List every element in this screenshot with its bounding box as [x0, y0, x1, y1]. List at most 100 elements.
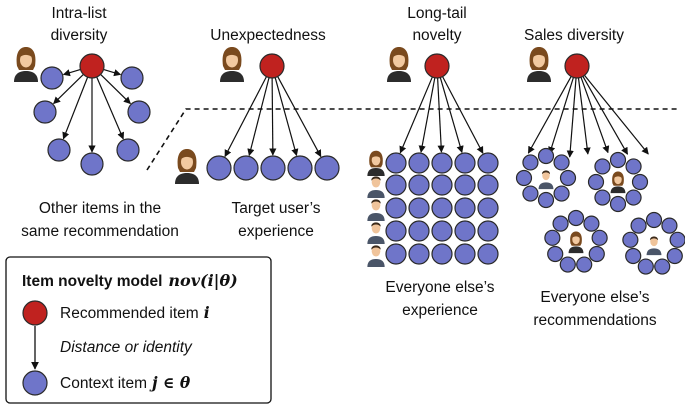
column-title-line: novelty [412, 27, 461, 44]
context-item [654, 258, 671, 275]
user-icons [14, 47, 662, 267]
user-woman-icon [568, 231, 584, 254]
context-item [233, 155, 259, 181]
column-caption-line: experience [238, 223, 314, 240]
context-item [588, 245, 605, 263]
context-item [206, 155, 232, 181]
context-item [567, 209, 585, 227]
legend-recommended-item-swatch [22, 300, 48, 326]
context-item [630, 217, 647, 234]
context-item [40, 66, 64, 90]
column-caption-sales-diversity: Everyone else’s recommendations [533, 289, 656, 329]
context-item [385, 243, 407, 265]
user-woman-icon [220, 47, 244, 82]
context-item [559, 169, 577, 187]
relation-arrow [548, 77, 574, 155]
context-item [385, 174, 407, 196]
column-caption-long-tail-novelty: Everyone else’s experience [385, 279, 494, 319]
legend-relation-label: Distance or identity [60, 339, 193, 356]
context-item [385, 220, 407, 242]
column-title-unexpectedness: Unexpectedness [210, 27, 326, 44]
context-item [666, 247, 683, 265]
context-item [385, 197, 407, 219]
context-item [609, 151, 627, 169]
context-item [431, 243, 453, 265]
relation-arrow [442, 76, 484, 154]
context-item [408, 174, 430, 196]
context-item [314, 155, 340, 181]
relation-arrow [269, 77, 277, 156]
relation-arrow [584, 74, 649, 155]
context-item [587, 173, 605, 191]
relation-arrows [53, 68, 649, 158]
relation-arrow [277, 76, 322, 158]
context-item [431, 220, 453, 242]
context-item [33, 100, 57, 124]
context-item [625, 158, 642, 175]
context-item [260, 155, 286, 181]
context-item [477, 197, 499, 219]
context-item [609, 195, 627, 213]
item-nodes [33, 53, 685, 275]
user-man-icon [367, 222, 385, 244]
context-item [287, 155, 313, 181]
context-item [127, 100, 151, 124]
relation-arrow [527, 76, 572, 154]
context-item [537, 147, 555, 165]
user-woman-icon [387, 47, 411, 82]
relation-arrow [95, 75, 125, 140]
context-item [408, 243, 430, 265]
relation-arrow [439, 77, 464, 154]
context-item [477, 174, 499, 196]
recommended-item [79, 53, 105, 79]
context-item [408, 220, 430, 242]
context-item [408, 152, 430, 174]
context-item [522, 154, 539, 171]
column-caption-intra-list-diversity: Other items in the same recommendation [21, 200, 179, 240]
context-item [385, 152, 407, 174]
context-item [591, 229, 608, 246]
context-item [431, 197, 453, 219]
context-item [631, 173, 649, 191]
context-item [120, 66, 144, 90]
column-caption-line: Everyone else’s [540, 289, 649, 306]
relation-arrow [224, 76, 267, 158]
relation-arrow [437, 77, 445, 153]
legend-frame [5, 256, 272, 404]
user-woman-icon [175, 149, 199, 184]
relation-arrow [566, 77, 577, 158]
relation-arrow [582, 76, 629, 155]
column-caption-line: Everyone else’s [385, 279, 494, 296]
context-item [594, 189, 611, 206]
relation-arrow [577, 77, 591, 155]
context-item [594, 158, 611, 175]
relation-arrow [62, 68, 82, 77]
context-item [637, 258, 654, 275]
context-item [661, 217, 678, 234]
context-item [80, 152, 104, 176]
context-item [477, 243, 499, 265]
relation-arrow [102, 68, 122, 77]
column-caption-line: same recommendation [21, 223, 179, 240]
context-item [454, 220, 476, 242]
column-caption-unexpectedness: Target user’s experience [231, 200, 320, 240]
column-title-line: Long-tail [407, 5, 466, 22]
context-item [408, 197, 430, 219]
column-title-long-tail-novelty: Long-tail novelty [407, 5, 466, 44]
user-woman-icon [527, 47, 551, 82]
context-item [116, 138, 140, 162]
column-title-line: Sales diversity [524, 27, 624, 44]
context-item [522, 185, 539, 202]
context-item [625, 247, 642, 265]
user-man-icon [646, 236, 662, 256]
context-item [47, 138, 71, 162]
relation-arrow [247, 77, 270, 157]
user-man-icon [367, 199, 385, 221]
column-title-line: diversity [51, 27, 108, 44]
column-caption-line: recommendations [533, 312, 656, 329]
context-item [553, 185, 570, 202]
